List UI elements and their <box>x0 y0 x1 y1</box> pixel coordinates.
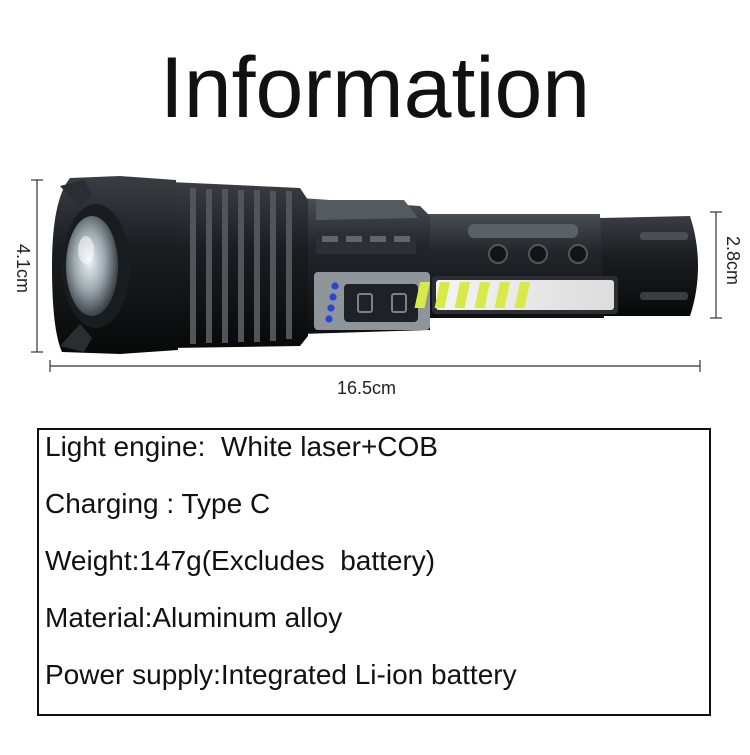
flashlight-illustration <box>31 176 722 372</box>
page-title: Information <box>159 40 591 136</box>
spec-weight: Weight:147g(Excludes battery) <box>45 545 436 576</box>
height-dimension-label: 4.1cm <box>13 243 34 294</box>
specifications-box: Light engine: White laser+COB Charging :… <box>37 428 711 716</box>
length-dimension-label: 16.5cm <box>337 378 397 398</box>
spec-light-engine: Light engine: White laser+COB <box>45 431 438 462</box>
lens <box>66 216 118 316</box>
tail-diameter-label: 2.8cm <box>723 235 744 286</box>
spec-material: Material:Aluminum alloy <box>45 602 343 633</box>
spec-power-supply: Power supply:Integrated Li-ion battery <box>45 659 517 690</box>
spec-charging: Charging : Type C <box>45 488 271 519</box>
